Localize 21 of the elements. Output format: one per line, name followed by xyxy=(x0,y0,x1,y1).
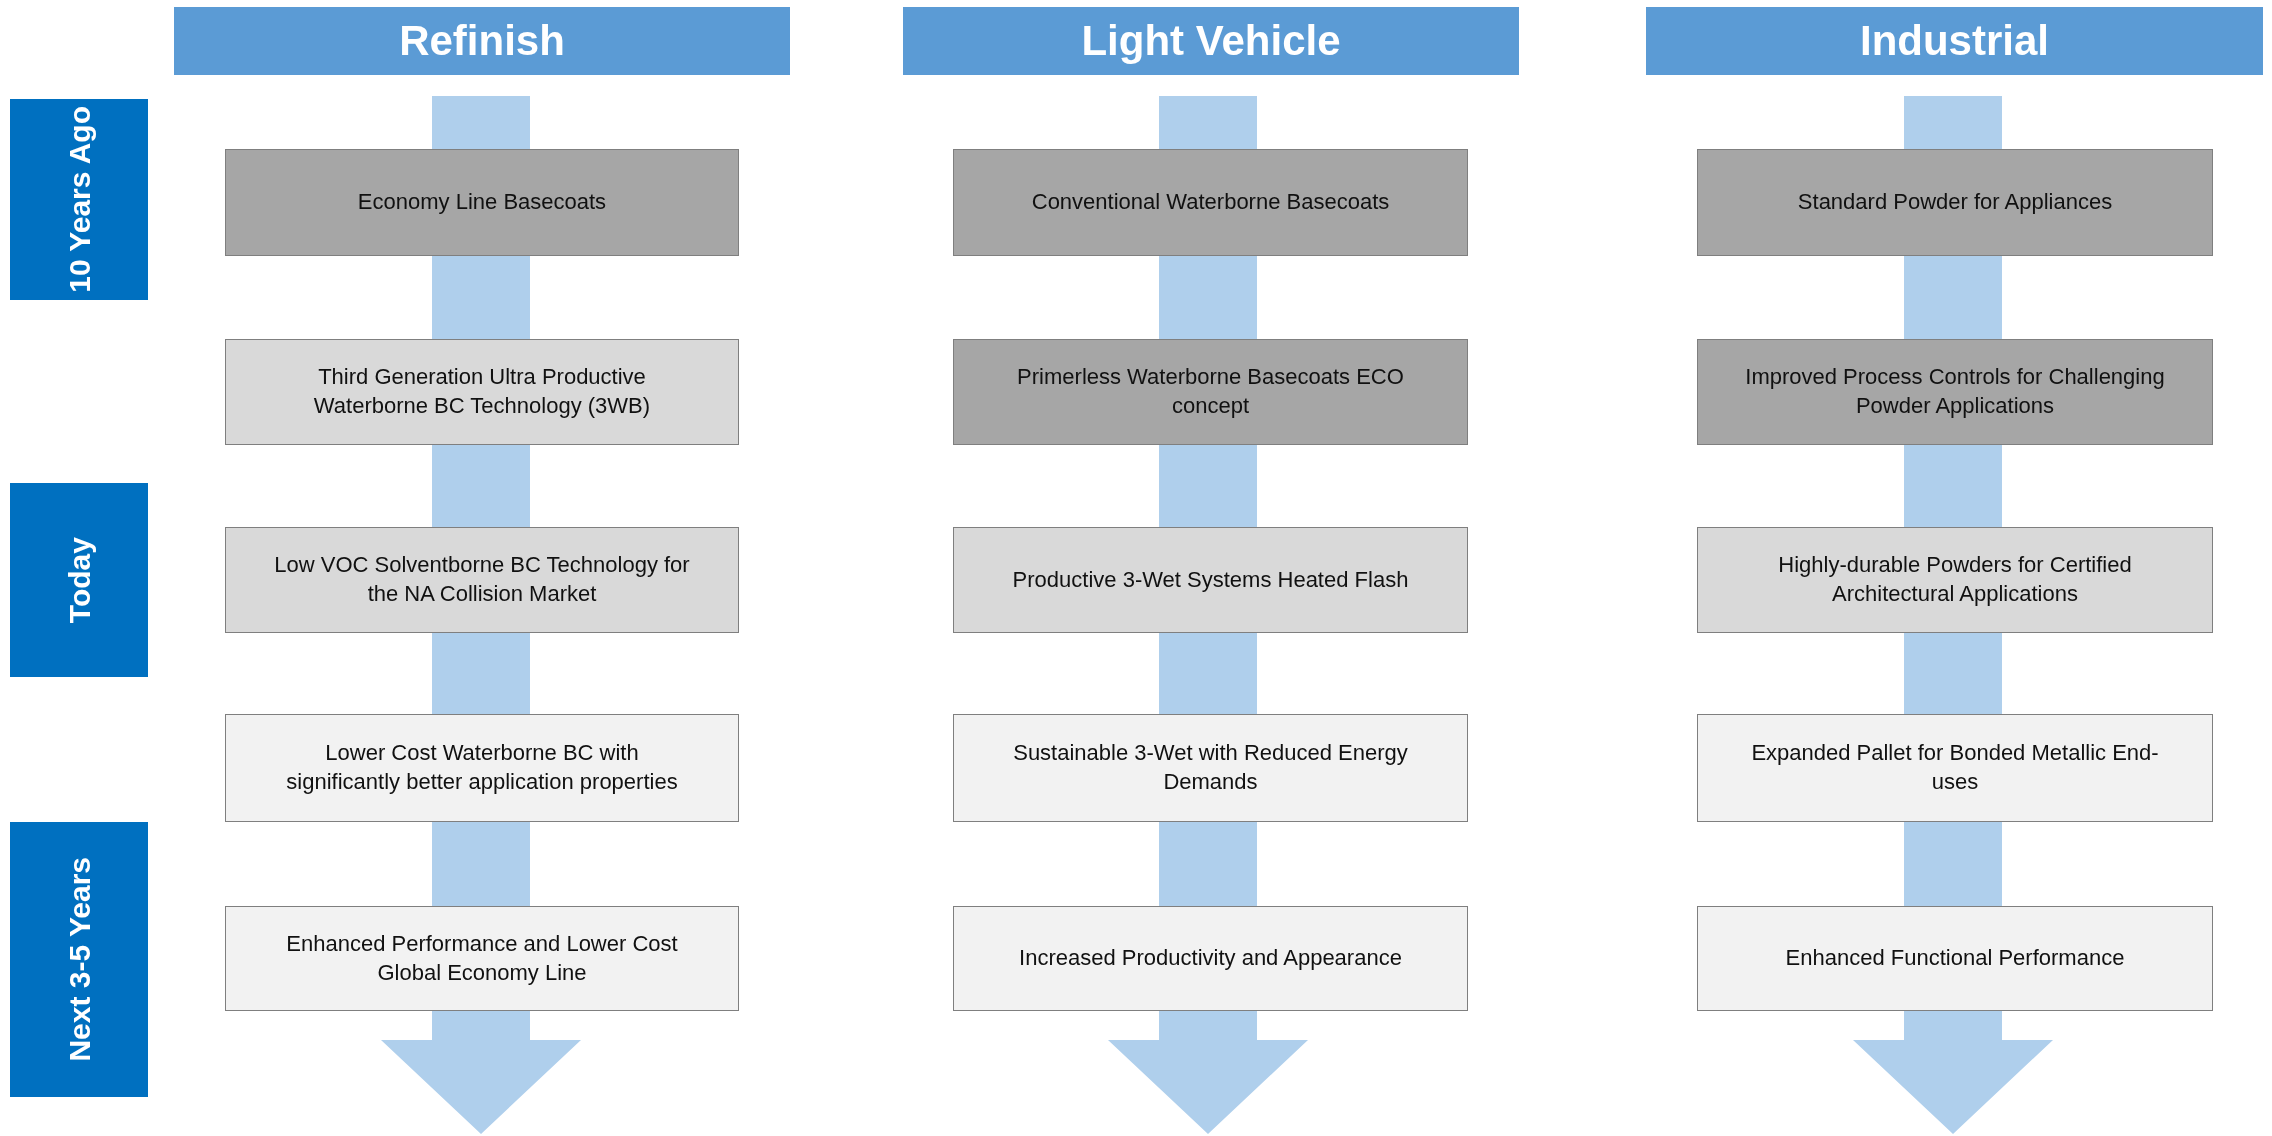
column-header: Industrial xyxy=(1646,7,2263,75)
milestone-box: Standard Powder for Appliances xyxy=(1697,149,2213,256)
milestone-box: Increased Productivity and Appearance xyxy=(953,906,1468,1011)
milestone-box: Primerless Waterborne Basecoats ECO concept xyxy=(953,339,1468,445)
milestone-box: Economy Line Basecoats xyxy=(225,149,739,256)
milestone-box: Sustainable 3-Wet with Reduced Energy Demands xyxy=(953,714,1468,822)
time-period-label: Today xyxy=(10,483,148,677)
milestone-box: Conventional Waterborne Basecoats xyxy=(953,149,1468,256)
milestone-box: Highly-durable Powders for Certified Architectural Applications xyxy=(1697,527,2213,633)
milestone-box: Enhanced Functional Performance xyxy=(1697,906,2213,1011)
milestone-box: Low VOC Solventborne BC Technology for the NA Collision Market xyxy=(225,527,739,633)
column-header: Refinish xyxy=(174,7,790,75)
milestone-box: Productive 3-Wet Systems Heated Flash xyxy=(953,527,1468,633)
milestone-box: Third Generation Ultra Productive Waterborne BC Technology (3WB) xyxy=(225,339,739,445)
milestone-box: Lower Cost Waterborne BC with significantly better application properties xyxy=(225,714,739,822)
milestone-box: Enhanced Performance and Lower Cost Global Economy Line xyxy=(225,906,739,1011)
milestone-box: Expanded Pallet for Bonded Metallic End-uses xyxy=(1697,714,2213,822)
milestone-box: Improved Process Controls for Challenging Powder Applications xyxy=(1697,339,2213,445)
column-header: Light Vehicle xyxy=(903,7,1519,75)
time-period-label: Next 3-5 Years xyxy=(10,822,148,1097)
time-period-label: 10 Years Ago xyxy=(10,99,148,300)
